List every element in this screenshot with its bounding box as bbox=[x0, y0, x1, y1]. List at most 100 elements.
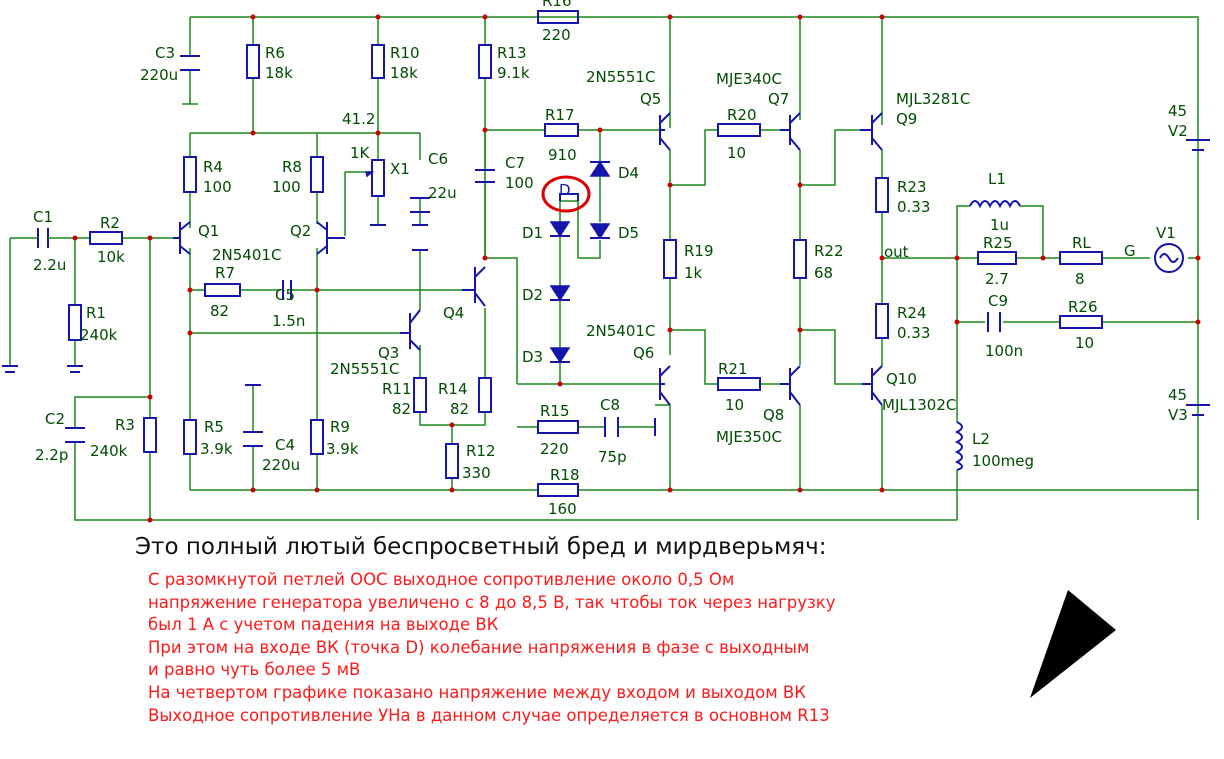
resistor-R5 bbox=[183, 419, 197, 455]
label-R23-val: 0.33 bbox=[897, 198, 930, 216]
label-C6-val: 22u bbox=[428, 184, 457, 202]
label-R19-val: 1k bbox=[684, 264, 703, 282]
label-Q3-type: 2N5551C bbox=[330, 360, 399, 378]
label-Q5: Q5 bbox=[640, 90, 661, 108]
resistor-R13 bbox=[478, 44, 492, 79]
label-V1: V1 bbox=[1156, 224, 1176, 242]
ground-symbol bbox=[2, 365, 18, 373]
label-out: out bbox=[884, 243, 909, 261]
label-C9-val: 100n bbox=[985, 342, 1023, 360]
label-R21: R21 bbox=[718, 360, 748, 378]
resistor-R22 bbox=[793, 239, 807, 279]
label-R15-val: 220 bbox=[540, 440, 569, 458]
circuit-schematic: R16 220 C3 220u R6 18k R10 18k R13 9.1k … bbox=[2, 0, 1210, 523]
label-pot-reading: 41.2 bbox=[342, 110, 375, 128]
label-Q3: Q3 bbox=[378, 344, 399, 362]
label-C9: C9 bbox=[988, 292, 1008, 310]
label-R12-val: 330 bbox=[462, 464, 491, 482]
label-D1: D1 bbox=[522, 224, 543, 242]
label-R20-val: 10 bbox=[727, 144, 746, 162]
diode-D2 bbox=[549, 285, 571, 302]
transistor-Q2 bbox=[316, 221, 345, 255]
resistor-R12 bbox=[445, 443, 459, 479]
label-Q8: Q8 bbox=[763, 406, 784, 424]
resistor-R18 bbox=[537, 483, 579, 497]
resistor-R15 bbox=[537, 420, 579, 434]
resistor-R26 bbox=[1059, 315, 1103, 329]
label-R24: R24 bbox=[897, 304, 927, 322]
label-R22-val: 68 bbox=[814, 264, 833, 282]
label-Q5-type: 2N5551C bbox=[586, 68, 655, 86]
label-R13-val: 9.1k bbox=[497, 64, 530, 82]
caption: Это полный лютый беспросветный бред и ми… bbox=[135, 534, 827, 560]
notes-list: С разомкнутой петлей ООС выходное сопрот… bbox=[148, 569, 836, 727]
ground-symbol bbox=[67, 365, 83, 373]
capacitor-C8 bbox=[604, 417, 656, 437]
label-R4-val: 100 bbox=[203, 178, 232, 196]
label-X1: X1 bbox=[390, 160, 410, 178]
inductor-L1 bbox=[969, 200, 1021, 209]
label-R9-val: 3.9k bbox=[326, 440, 359, 458]
label-R5-val: 3.9k bbox=[200, 440, 233, 458]
label-V1-gen: G bbox=[1124, 242, 1136, 260]
resistor-R4 bbox=[183, 156, 197, 193]
capacitor-C5 bbox=[282, 280, 292, 300]
capacitor-C6 bbox=[410, 197, 430, 251]
capacitor-C3 bbox=[180, 50, 200, 105]
diode-D5 bbox=[589, 223, 611, 240]
label-R14-val: 82 bbox=[450, 400, 469, 418]
label-R8-val: 100 bbox=[272, 178, 301, 196]
label-R2: R2 bbox=[100, 214, 120, 232]
inductor-L2 bbox=[954, 421, 963, 471]
note-line: С разомкнутой петлей ООС выходное сопрот… bbox=[148, 570, 735, 589]
resistor-R14 bbox=[478, 377, 492, 413]
label-R18: R18 bbox=[550, 466, 580, 484]
diode-D3 bbox=[549, 347, 571, 364]
capacitor-C1 bbox=[33, 228, 53, 248]
diode-D1 bbox=[549, 221, 571, 238]
label-R10-val: 18k bbox=[390, 64, 418, 82]
label-R22: R22 bbox=[814, 242, 844, 260]
label-R2-val: 10k bbox=[97, 248, 125, 266]
resistor-R1 bbox=[68, 304, 82, 341]
label-Q12-type: 2N5401C bbox=[212, 246, 281, 264]
wires bbox=[9, 16, 1199, 521]
diode-D4 bbox=[589, 160, 611, 222]
label-pot-val: 1K bbox=[350, 144, 371, 162]
label-C1: C1 bbox=[33, 208, 53, 226]
label-D3: D3 bbox=[522, 348, 543, 366]
label-R16-val: 220 bbox=[542, 26, 571, 44]
label-L2: L2 bbox=[972, 430, 990, 448]
label-D4: D4 bbox=[618, 164, 639, 182]
label-Q10-type: MJL1302C bbox=[882, 396, 956, 414]
label-C8-val: 75p bbox=[598, 448, 627, 466]
label-C2: C2 bbox=[45, 410, 65, 428]
component-labels: R16 220 C3 220u R6 18k R10 18k R13 9.1k … bbox=[33, 0, 1188, 518]
transistor-Q1 bbox=[173, 221, 191, 255]
note-line: Выходное сопротивление УНа в данном случ… bbox=[148, 705, 830, 725]
label-R13: R13 bbox=[497, 44, 527, 62]
label-C4-val: 220u bbox=[262, 456, 300, 474]
label-R14: R14 bbox=[438, 380, 468, 398]
label-L2-val: 100meg bbox=[972, 452, 1034, 470]
label-R12: R12 bbox=[466, 442, 496, 460]
label-R7: R7 bbox=[215, 264, 235, 282]
transistor-Q6 bbox=[659, 365, 671, 406]
resistor-R19 bbox=[663, 239, 677, 279]
label-D2: D2 bbox=[522, 286, 543, 304]
transistor-Q8 bbox=[780, 365, 801, 406]
label-L1: L1 bbox=[988, 170, 1006, 188]
resistor-R6 bbox=[246, 44, 260, 79]
label-R1: R1 bbox=[86, 304, 106, 322]
label-Q8-type: MJE350C bbox=[716, 428, 782, 446]
junction-dots bbox=[72, 14, 1201, 523]
label-C5-val: 1.5n bbox=[272, 312, 305, 330]
note-line: При этом на входе ВК (точка D) колебание… bbox=[148, 637, 810, 657]
label-R6-val: 18k bbox=[265, 64, 293, 82]
resistor-R20 bbox=[717, 123, 761, 137]
generator-V1 bbox=[1154, 243, 1184, 273]
label-Q2: Q2 bbox=[290, 222, 311, 240]
label-R25-val: 2.7 bbox=[985, 270, 1009, 288]
note-line: напряжение генератора увеличено с 8 до 8… bbox=[148, 592, 836, 612]
resistor-R11 bbox=[413, 377, 427, 413]
